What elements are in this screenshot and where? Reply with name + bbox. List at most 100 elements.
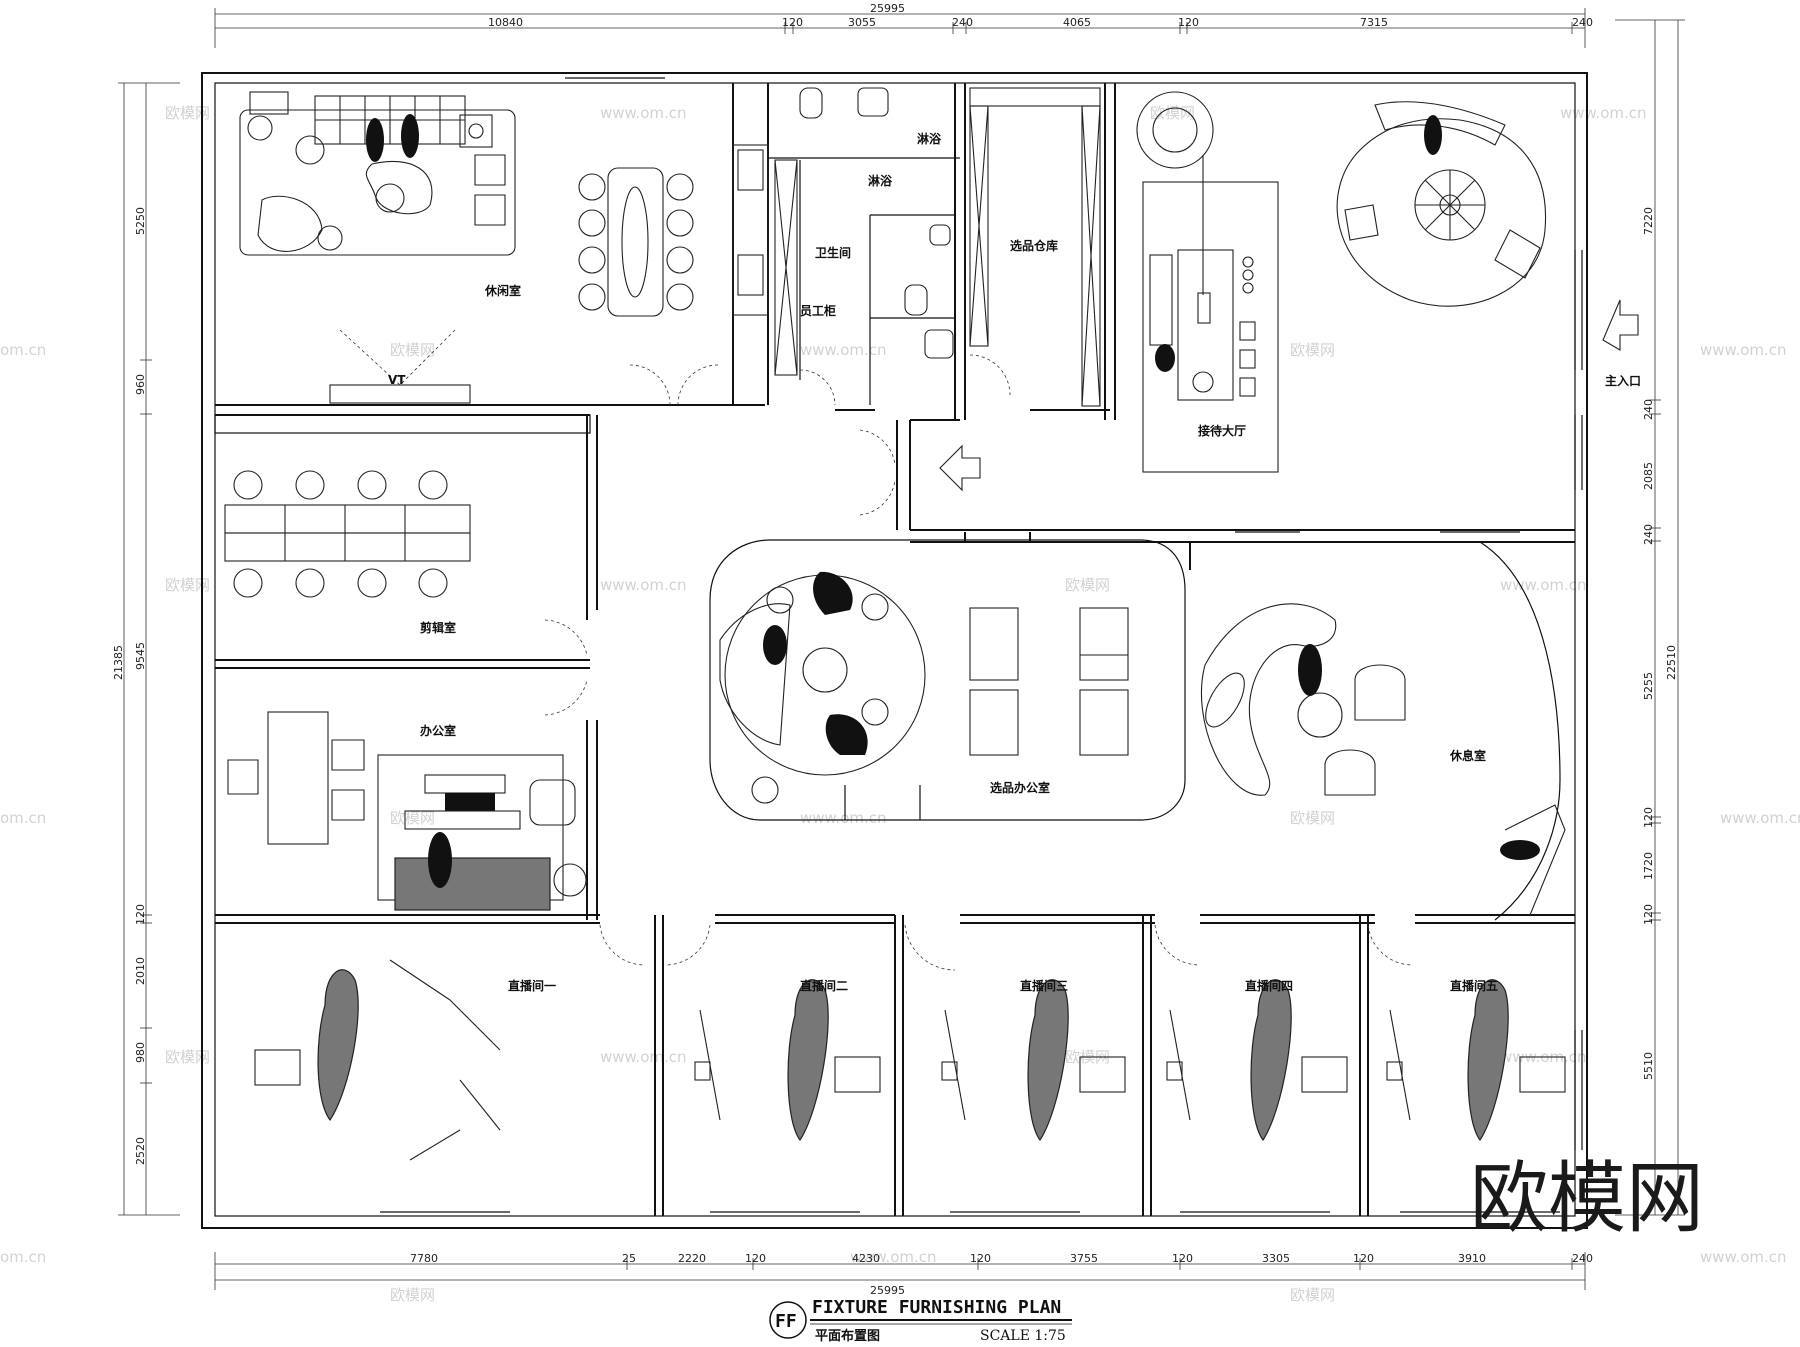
brand-watermark-large: 欧模网 (1470, 1154, 1704, 1244)
room-label-live5: 直播间五 (1450, 978, 1498, 993)
dim-bottom-2: 25 (622, 1252, 636, 1265)
reception-room: 接待大厅 主入口 (939, 91, 1641, 492)
office-desk (267, 711, 329, 845)
room-label-lounge: 休闲室 (484, 283, 521, 298)
sink-2 (924, 329, 954, 359)
dim-bottom-8: 120 (1172, 1252, 1193, 1265)
watermark-url-2: www.om.cn (1560, 104, 1647, 122)
watermark-url-6: www.om.cn (1500, 576, 1587, 594)
live-chair-4 (1301, 1056, 1348, 1093)
dim-right-total: 22510 (1665, 645, 1678, 680)
doors (544, 354, 1413, 971)
watermark-brand-8: 欧模网 (1290, 809, 1335, 827)
dim-right-8: 120 (1642, 904, 1655, 925)
live-table-5 (1467, 979, 1509, 1142)
watermark-url-4: www.om.cn (1700, 341, 1787, 359)
workstation-row-1 (224, 504, 471, 534)
dim-top-8: 240 (1572, 16, 1593, 29)
office-room: 办公室 (227, 711, 587, 911)
dim-bottom-3: 2220 (678, 1252, 706, 1265)
dim-bottom-total: 25995 (870, 1284, 905, 1297)
reception-sofa (1374, 101, 1506, 146)
room-label-live3: 直播间三 (1020, 978, 1068, 993)
room-label-live4: 直播间四 (1245, 978, 1293, 993)
toilet-2 (904, 284, 928, 316)
dim-left-1: 5250 (134, 207, 147, 235)
watermark-brand-2: 欧模网 (1150, 104, 1195, 122)
live-room-2: 直播间二 (694, 978, 881, 1142)
dim-right-9: 5510 (1642, 1052, 1655, 1080)
lamp-box (249, 91, 289, 115)
drawing-scale: SCALE 1:75 (980, 1328, 1066, 1344)
dim-bottom-10: 120 (1353, 1252, 1374, 1265)
rest-room-curved-wall (1479, 541, 1561, 921)
dim-bottom-11: 3910 (1458, 1252, 1486, 1265)
dim-right-7: 1720 (1642, 852, 1655, 880)
dim-bottom-5: 4230 (852, 1252, 880, 1265)
title-block: FF FIXTURE FURNISHING PLAN 平面布置图 SCALE 1… (769, 1297, 1072, 1344)
watermark-url-11: www.om.cn (850, 1248, 937, 1266)
plant (1136, 91, 1214, 169)
watermark-url-3: www.om.cn (800, 341, 887, 359)
dim-top-5: 4065 (1063, 16, 1091, 29)
dim-left-2: 960 (134, 374, 147, 395)
tv-cabinet (329, 384, 471, 404)
watermark-brand-7: 欧模网 (390, 809, 435, 827)
reception-counter (1177, 249, 1234, 401)
watermark-brand-11: 欧模网 (390, 1286, 435, 1304)
desk-3 (1079, 607, 1129, 681)
interior-walls (214, 83, 1583, 1216)
room-label-shower1: 淋浴 (917, 131, 942, 146)
room-label-live2: 直播间二 (800, 978, 848, 993)
live-chair-5 (1519, 1056, 1566, 1093)
dining-chairs (578, 173, 694, 311)
watermark-partial-3: om.cn (0, 1248, 46, 1266)
dim-top-1: 10840 (488, 16, 523, 29)
watermark-url-7: www.om.cn (800, 809, 887, 827)
watermark-url-12: www.om.cn (1700, 1248, 1787, 1266)
watermark-brand-9: 欧模网 (165, 1048, 210, 1066)
dim-bottom-12: 240 (1572, 1252, 1593, 1265)
dim-left-3: 9545 (134, 642, 147, 670)
reception-desk-area (1142, 181, 1279, 473)
dining-table (607, 167, 664, 317)
live-chair-2 (834, 1056, 881, 1093)
dim-top-3: 3055 (848, 16, 876, 29)
watermark-url-1: www.om.cn (600, 104, 687, 122)
curved-lounge-sofa (1200, 603, 1337, 796)
tv-label: VT (388, 373, 406, 387)
live-room-4: 直播间四 (1166, 978, 1348, 1142)
storage-strip (214, 414, 591, 434)
entrance-label: 主入口 (1605, 373, 1641, 388)
bathroom-block: 淋浴 淋浴 卫生间 员工柜 (774, 87, 954, 376)
room-label-editing: 剪辑室 (420, 620, 456, 635)
room-label-reception: 接待大厅 (1198, 423, 1246, 438)
live-table-2 (787, 979, 829, 1142)
office-sofa (394, 857, 551, 911)
editing-room: 剪辑室 (224, 470, 471, 635)
entrance-arrow-icon (1602, 299, 1639, 351)
drawing-title: FIXTURE FURNISHING PLAN (812, 1297, 1061, 1318)
sink-3 (929, 224, 951, 246)
dim-left-total: 21385 (112, 645, 125, 680)
dim-left-6: 980 (134, 1042, 147, 1063)
dimension-top: 25995 10840 120 3055 240 4065 120 7315 2… (214, 2, 1593, 48)
dimension-bottom: 7780 25 2220 120 4230 120 3755 120 3305 … (214, 1252, 1593, 1297)
dim-top-7: 7315 (1360, 16, 1388, 29)
watermark-brand-4: 欧模网 (1290, 341, 1335, 359)
dim-bottom-1: 7780 (410, 1252, 438, 1265)
room-label-rest: 休息室 (1449, 748, 1486, 763)
office-chair-left (227, 759, 259, 795)
drawing-subtitle: 平面布置图 (815, 1328, 880, 1344)
live-table-3 (1027, 979, 1069, 1142)
title-badge: FF (775, 1311, 797, 1332)
lounge-rug (239, 109, 516, 256)
arrow-left-icon (939, 444, 981, 492)
desk-4 (1079, 689, 1129, 756)
dim-bottom-6: 120 (970, 1252, 991, 1265)
live-room-5: 直播间五 (1386, 978, 1566, 1142)
dim-top-6: 120 (1178, 16, 1199, 29)
dimension-right: 7220 240 2085 240 5255 120 1720 120 5510… (1615, 19, 1685, 1216)
dim-right-6: 120 (1642, 807, 1655, 828)
